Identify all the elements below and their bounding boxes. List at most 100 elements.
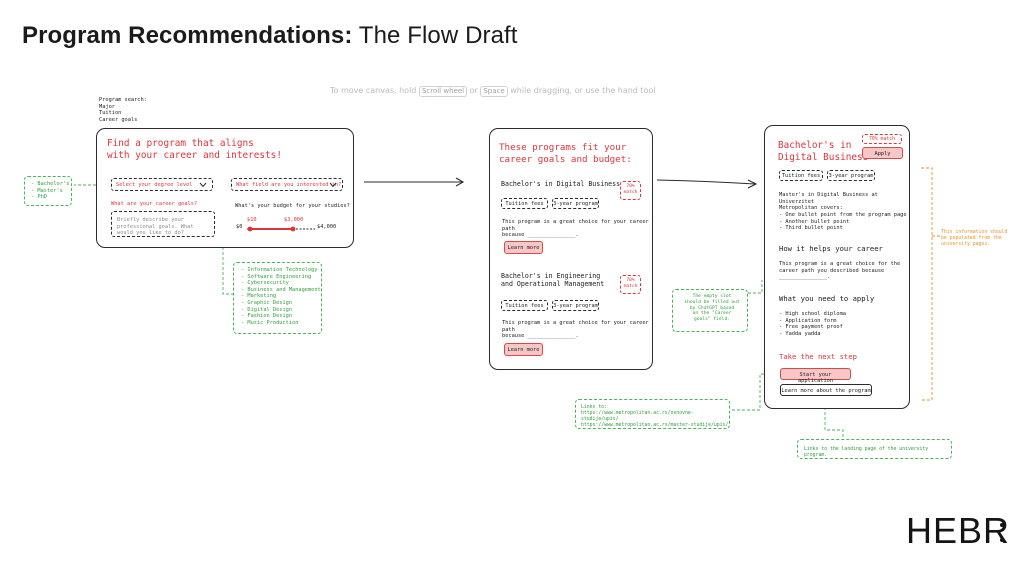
helps-heading: How it helps your career — [779, 244, 883, 253]
result-2-desc-line: This program is a great choice for your … — [502, 320, 649, 333]
result-1-tag-tuition: Tuition fees — [501, 198, 548, 209]
arrow-results-to-detail — [656, 179, 756, 185]
field-option: - Music Production — [241, 319, 299, 326]
note-line: Program search: — [99, 97, 147, 103]
budget-label: What's your budget for your studies? — [235, 203, 350, 209]
result-1-learn-more-button[interactable]: Learn more — [504, 241, 543, 254]
link-url[interactable]: https://www.metropolitan.ac.rs/osnovne-s… — [581, 411, 694, 422]
space-key: Space — [480, 86, 508, 97]
degree-level-select[interactable]: Select your degree level — [111, 178, 213, 191]
result-2-name: Bachelor's in Engineering and Operationa… — [501, 272, 604, 288]
budget-max: $4,000 — [317, 224, 337, 230]
detail-bullet: - Another bullet point — [779, 218, 850, 225]
detail-match-badge: 70% match — [862, 134, 902, 144]
field-options-note: - Information Technology - Software Engi… — [233, 262, 322, 334]
requirement-item: - Yadda yadda — [779, 330, 821, 337]
helps-text-line: This program is a great choice for the — [779, 261, 901, 267]
university-pages-note-line: university pages. — [941, 242, 991, 247]
university-pages-note-line: be populated from the — [941, 236, 1002, 241]
helps-text: This program is a great choice for the c… — [779, 261, 900, 281]
chevron-down-icon — [329, 182, 337, 188]
detail-intro-line: Master's in Digital Business at Univerzi… — [779, 192, 878, 205]
career-goals-textarea[interactable]: Briefly describe your professional goals… — [111, 211, 215, 237]
results-panel: These programs fit your career goals and… — [489, 128, 653, 370]
canvas-hint-after: while dragging, or use the hand tool — [510, 86, 656, 95]
links-connector — [731, 373, 779, 411]
detail-intro: Master's in Digital Business at Univerzi… — [779, 192, 909, 212]
landing-page-note: Links to the landing page of the univers… — [797, 439, 952, 459]
field-option: - Business and Management — [241, 286, 321, 293]
degree-options-note: - Bachelor's - Master's - PhD — [24, 176, 72, 206]
result-1-desc-line: because _______________. — [502, 232, 579, 239]
slide-title-bold: Program Recommendations: — [22, 22, 353, 49]
result-2-name-line: Bachelor's in Engineering — [501, 272, 601, 280]
helps-text-line: _______________. — [779, 274, 831, 281]
detail-intro-line: Metropolitan covers: — [779, 205, 843, 212]
bracket-shape — [921, 167, 933, 401]
learn-more-program-button[interactable]: Learn more about the program — [780, 384, 872, 396]
field-interest-select-label: What field are you interested in? — [236, 182, 342, 188]
search-form-panel: Find a program that aligns with your car… — [96, 128, 354, 248]
next-step-heading: Take the next step — [779, 352, 857, 361]
field-option: - Graphic Design — [241, 299, 293, 306]
requirement-item: - High school diploma — [779, 311, 846, 317]
empty-slot-note-line: by ChatGPT based — [689, 305, 735, 311]
arrowhead-2 — [747, 179, 758, 189]
program-search-note: Program search: Major Tuition Career goa… — [99, 97, 147, 123]
logo-dot-top — [1000, 523, 1004, 527]
empty-slot-connector — [748, 280, 763, 294]
detail-bullets: - One bullet point from the program page… — [779, 212, 907, 232]
landing-connector — [824, 397, 844, 439]
detail-bullet: - Third bullet point — [779, 225, 843, 232]
canvas-hint-before: To move canvas, hold — [330, 86, 417, 95]
requirements-list: - High school diploma - Application form… — [779, 311, 846, 337]
empty-slot-note-line: The empty slot — [692, 294, 732, 299]
empty-slot-note: The empty slot should be filled out by C… — [672, 289, 748, 332]
form-heading: Find a program that aligns with your car… — [107, 138, 282, 162]
field-option: - Digital Design — [241, 306, 293, 313]
detail-title-line: Digital Business — [778, 152, 869, 163]
field-option: - Cybersecurity — [241, 280, 289, 287]
start-application-button[interactable]: Start your application — [780, 368, 851, 384]
slide-title: Program Recommendations: The Flow Draft — [22, 22, 518, 50]
results-heading-line: career goals and budget: — [499, 154, 632, 165]
application-links-note: Links to: https://www.metropolitan.ac.rs… — [575, 399, 730, 429]
degree-option: - Bachelor's — [31, 181, 70, 187]
result-2-desc-line: because _______________. — [502, 333, 579, 340]
result-2-tag-tuition: Tuition fees — [501, 300, 548, 311]
detail-title: Bachelor's in Digital Business — [778, 140, 868, 164]
budget-min: $0 — [236, 224, 243, 230]
apply-button[interactable]: Apply — [862, 147, 903, 159]
flow-arrows — [364, 177, 758, 189]
form-heading-line: with your career and interests! — [107, 150, 282, 161]
note-line: Career goals — [99, 116, 138, 123]
budget-range-slider[interactable] — [245, 224, 317, 234]
orange-bracket — [921, 167, 940, 401]
budget-high-value: $3,000 — [284, 217, 304, 223]
result-2-desc: This program is a great choice for your … — [502, 320, 652, 340]
canvas-hint-or: or — [469, 86, 478, 95]
detail-tag-tuition: Tuition fees — [779, 170, 823, 181]
note-line: Tuition — [99, 110, 122, 117]
empty-slot-note-line: on the "Career — [692, 311, 732, 317]
university-pages-note-line: This information should — [941, 230, 1008, 235]
result-1-desc-line: This program is a great choice for your … — [502, 219, 649, 232]
hebr-logo: HEBR — [905, 510, 1010, 551]
degree-level-select-label: Select your degree level — [116, 182, 193, 188]
degree-option: - PhD — [31, 194, 47, 201]
canvas-hint: To move canvas, hold Scroll wheel or Spa… — [330, 86, 700, 97]
result-2-learn-more-button[interactable]: Learn more — [504, 343, 543, 356]
result-1-match-badge: 70% match — [620, 181, 641, 200]
field-option: - Software Engineering — [241, 273, 312, 280]
links-label: Links to: — [581, 405, 607, 410]
result-1-tag-duration: 3-year program — [552, 198, 599, 209]
result-2-name-line: and Operational Management — [501, 280, 605, 288]
field-interest-select[interactable]: What field are you interested in? — [231, 178, 343, 191]
form-heading-line: Find a program that aligns — [107, 138, 254, 149]
empty-slot-note-line: goals" field. — [694, 317, 730, 323]
field-option: - Fashion Design — [241, 313, 293, 320]
note-line: Major — [99, 103, 115, 110]
link-url[interactable]: https://www.metropolitan.ac.rs/master-st… — [581, 423, 729, 428]
empty-slot-note-line: should be filled out — [684, 299, 740, 305]
